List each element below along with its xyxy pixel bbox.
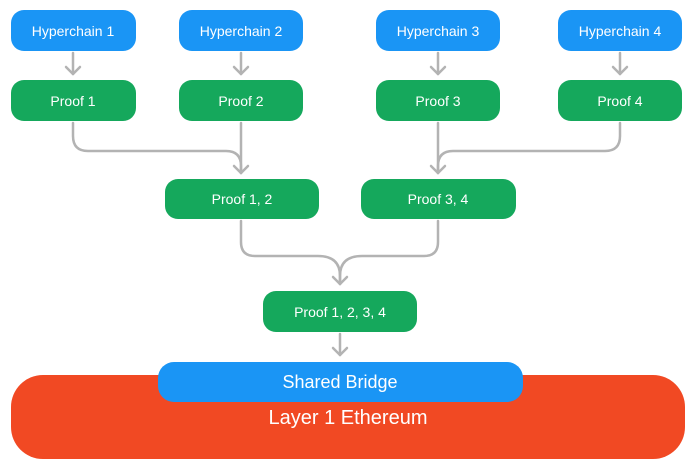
proof-1-box: [11, 80, 136, 121]
merge-final-proof: [239, 219, 440, 286]
proof-4-box: [558, 80, 682, 121]
proof-1-2: Proof 1, 2: [165, 179, 319, 219]
proof-1-2-label: Proof 1, 2: [212, 191, 273, 207]
proof-3-label: Proof 3: [415, 93, 460, 109]
hyperchain-2-box: [179, 10, 303, 51]
hyperchain-row: Hyperchain 1 Hyperchain 2 Hyperchain 3 H…: [11, 10, 682, 51]
hyperchain-3-label: Hyperchain 3: [397, 23, 480, 39]
proof-3-box: [376, 80, 500, 121]
proof-3-4-label: Proof 3, 4: [408, 191, 469, 207]
final-proof-label: Proof 1, 2, 3, 4: [294, 304, 386, 320]
aggregated-proof-row: Proof 1, 2 Proof 3, 4: [165, 179, 516, 219]
merge-proof-3-4: [429, 121, 622, 175]
arrow-hyperchain-1-to-proof-1: [64, 51, 82, 76]
shared-bridge-label: Shared Bridge: [282, 372, 397, 392]
proof-2: Proof 2: [179, 80, 303, 121]
proof-2-label: Proof 2: [218, 93, 263, 109]
proof-1-2-box: [165, 179, 319, 219]
connectors: [64, 51, 629, 357]
hyperchain-4-box: [558, 10, 682, 51]
shared-bridge: Shared Bridge: [158, 362, 523, 402]
hyperchain-2-label: Hyperchain 2: [200, 23, 283, 39]
arrow-hyperchain-2-to-proof-2: [232, 51, 250, 76]
arrow-final-to-bridge: [331, 332, 349, 357]
hyperchain-3: Hyperchain 3: [376, 10, 500, 51]
layer1-label: Layer 1 Ethereum: [269, 407, 428, 429]
shared-bridge-box: [158, 362, 523, 402]
proof-2-box: [179, 80, 303, 121]
final-proof: Proof 1, 2, 3, 4: [263, 291, 417, 332]
hyperchain-1: Hyperchain 1: [11, 10, 136, 51]
proof-row: Proof 1 Proof 2 Proof 3 Proof 4: [11, 80, 682, 121]
proof-3-4: Proof 3, 4: [361, 179, 516, 219]
proof-3-4-box: [361, 179, 516, 219]
proof-3: Proof 3: [376, 80, 500, 121]
hyperchain-3-box: [376, 10, 500, 51]
hyperchain-1-box: [11, 10, 136, 51]
proof-4: Proof 4: [558, 80, 682, 121]
hyperchain-4-label: Hyperchain 4: [579, 23, 662, 39]
arrow-hyperchain-3-to-proof-3: [429, 51, 447, 76]
proof-1-label: Proof 1: [50, 93, 95, 109]
arrow-hyperchain-4-to-proof-4: [611, 51, 629, 76]
proof-4-label: Proof 4: [597, 93, 642, 109]
merge-proof-1-2: [71, 121, 250, 175]
hyperchain-1-label: Hyperchain 1: [32, 23, 115, 39]
final-proof-box: [263, 291, 417, 332]
proof-1: Proof 1: [11, 80, 136, 121]
hyperchain-4: Hyperchain 4: [558, 10, 682, 51]
hyperchain-2: Hyperchain 2: [179, 10, 303, 51]
